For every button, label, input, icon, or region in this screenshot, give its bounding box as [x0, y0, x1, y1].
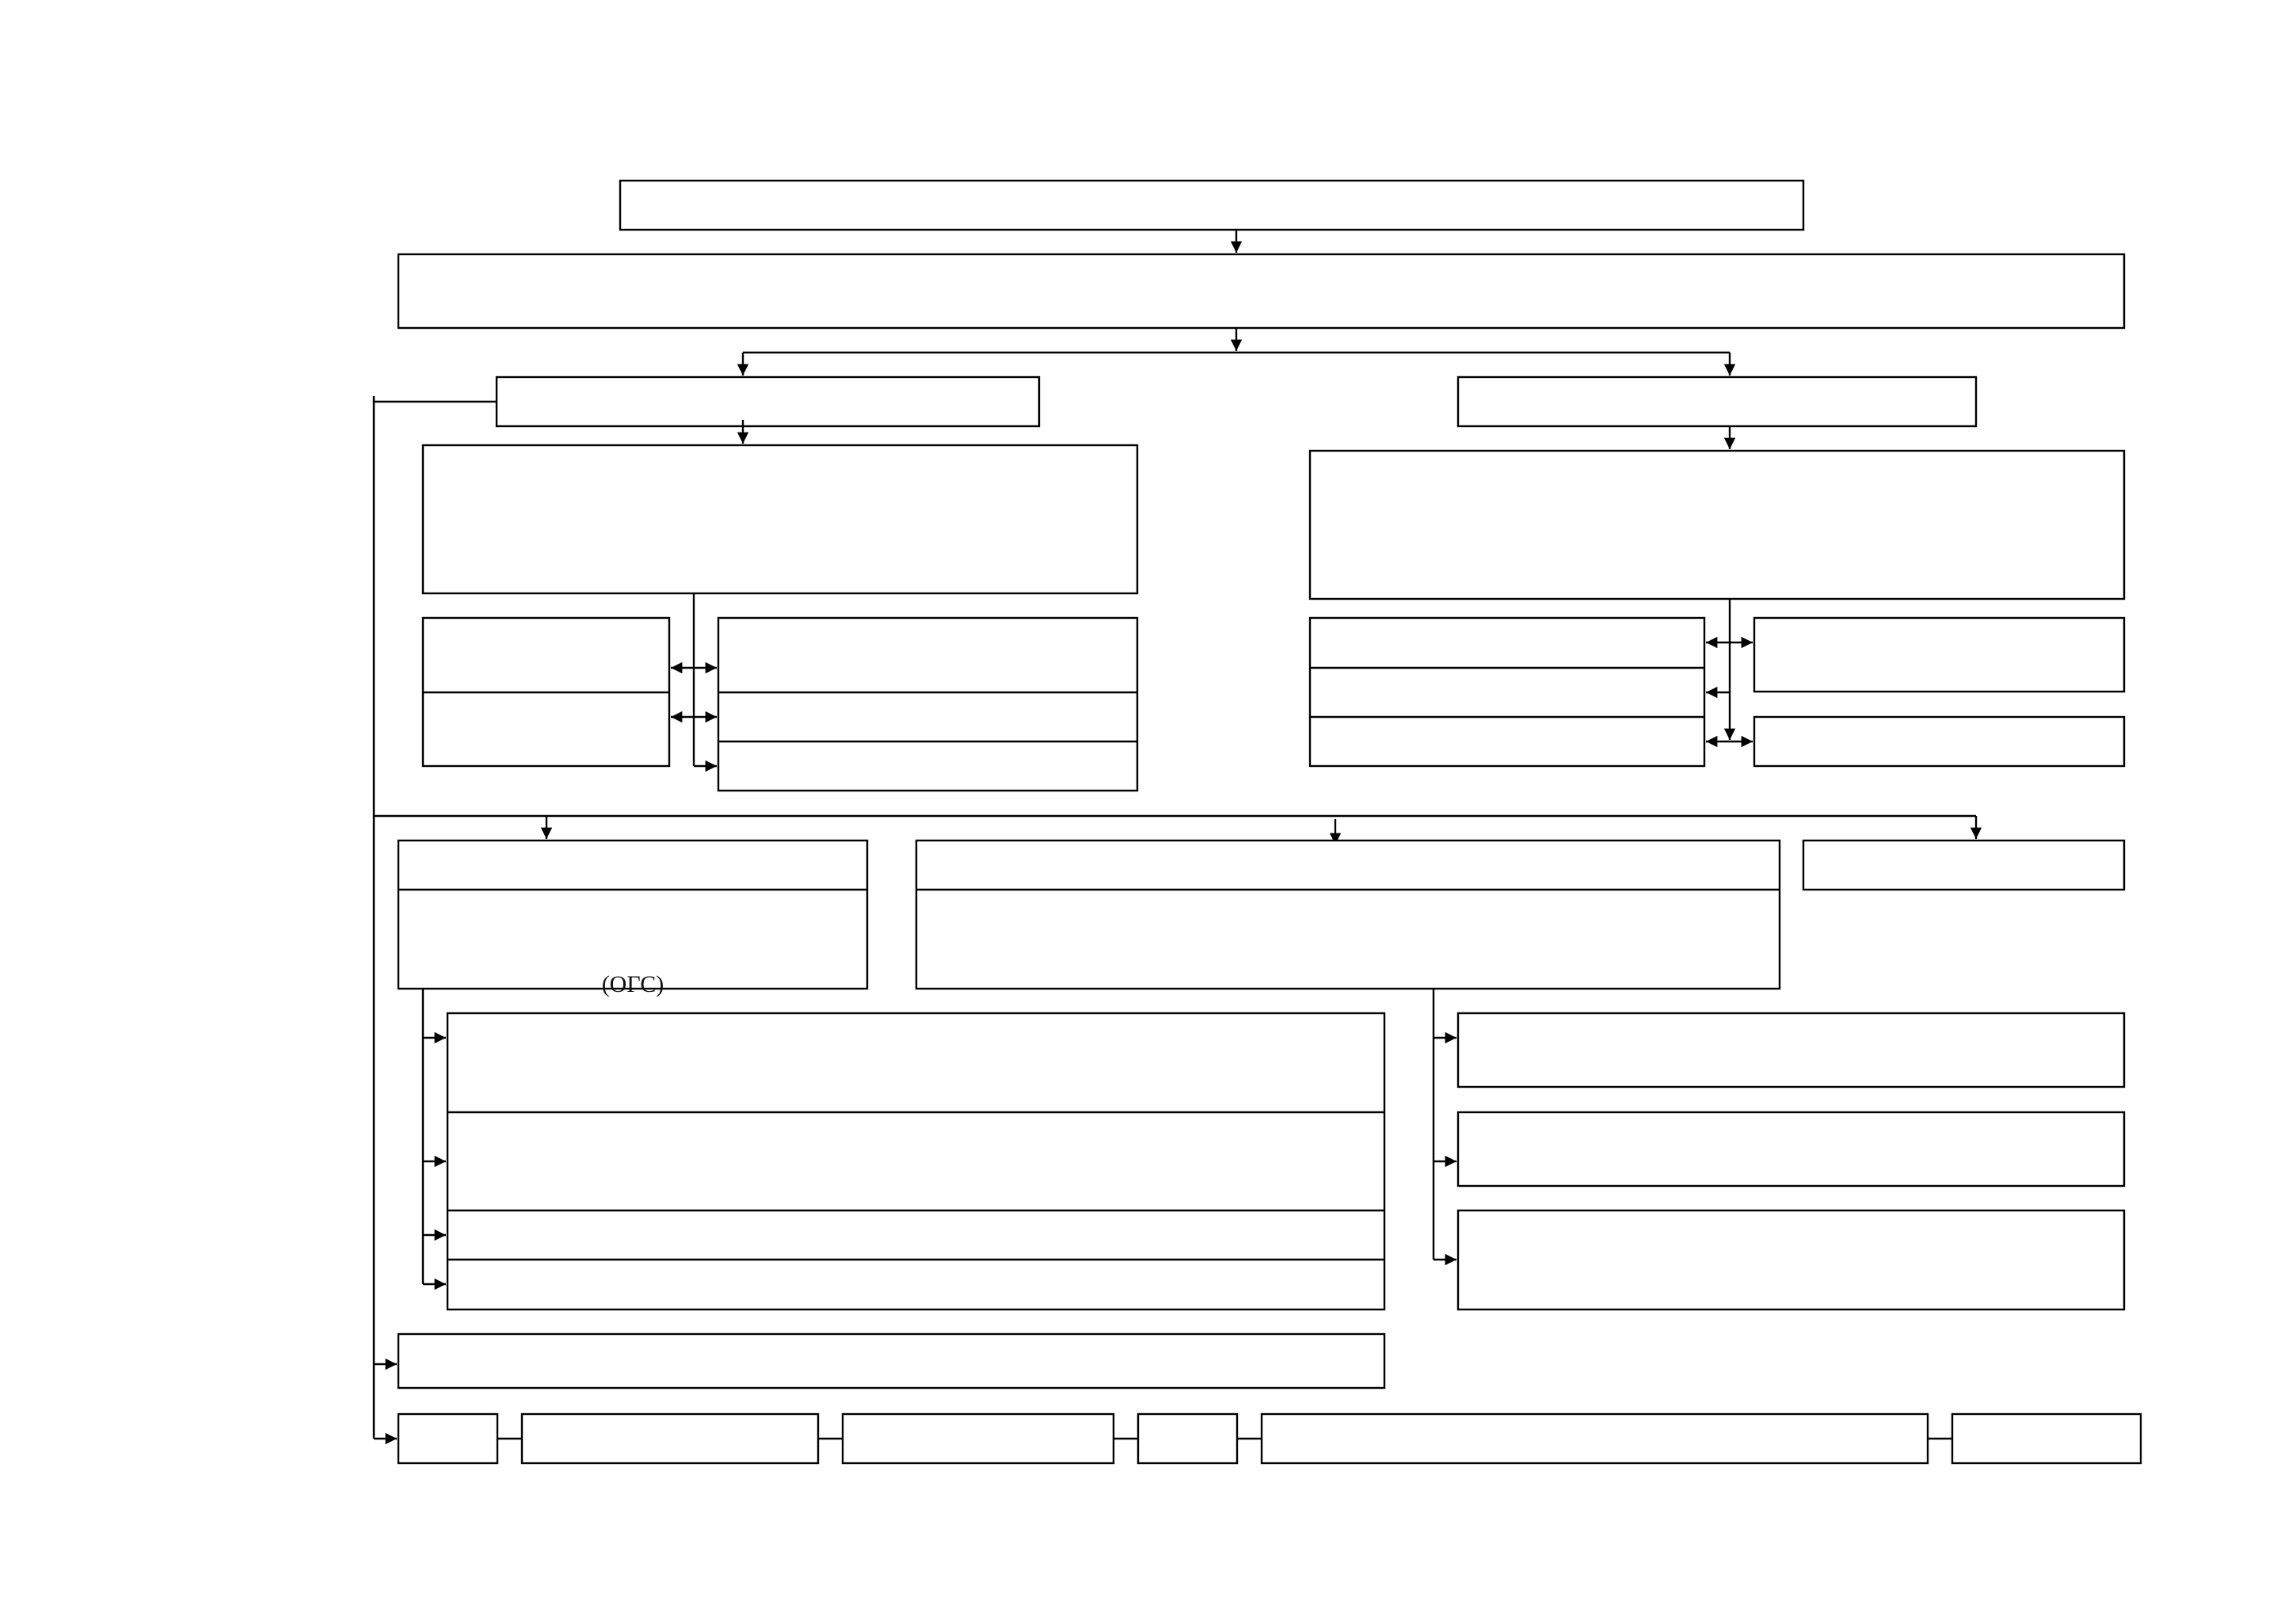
lower-right-box-3	[1456, 1209, 2126, 1311]
left-list-box-group	[717, 616, 1139, 792]
right-list-box-group	[1308, 616, 1706, 768]
left-main-box	[421, 444, 1139, 595]
lower-left-box-group	[446, 1012, 1386, 1311]
chain-box-3	[841, 1412, 1115, 1465]
right-side-box-upper	[1753, 616, 2126, 693]
chain-box-2	[520, 1412, 820, 1465]
right-header-box	[1456, 376, 1978, 428]
top-box	[619, 179, 1805, 231]
left-header-box	[495, 376, 1041, 428]
mid-right-box	[1802, 839, 2126, 891]
mid-left-box-label: (ОГС)	[602, 971, 664, 997]
chain-box-5	[1260, 1412, 1929, 1465]
mid-center-box	[915, 839, 1781, 990]
chain-box-4	[1137, 1412, 1239, 1465]
mid-left-box	[397, 839, 869, 990]
lower-right-box-2	[1456, 1111, 2126, 1188]
right-side-box-lower	[1753, 715, 2126, 768]
chain-box-6	[1951, 1412, 2142, 1465]
right-main-box	[1308, 449, 2126, 600]
second-level-box	[397, 253, 2126, 330]
chain-box-1	[397, 1412, 499, 1465]
lower-right-box-1	[1456, 1012, 2126, 1088]
wide-bottom-box	[397, 1332, 1386, 1390]
